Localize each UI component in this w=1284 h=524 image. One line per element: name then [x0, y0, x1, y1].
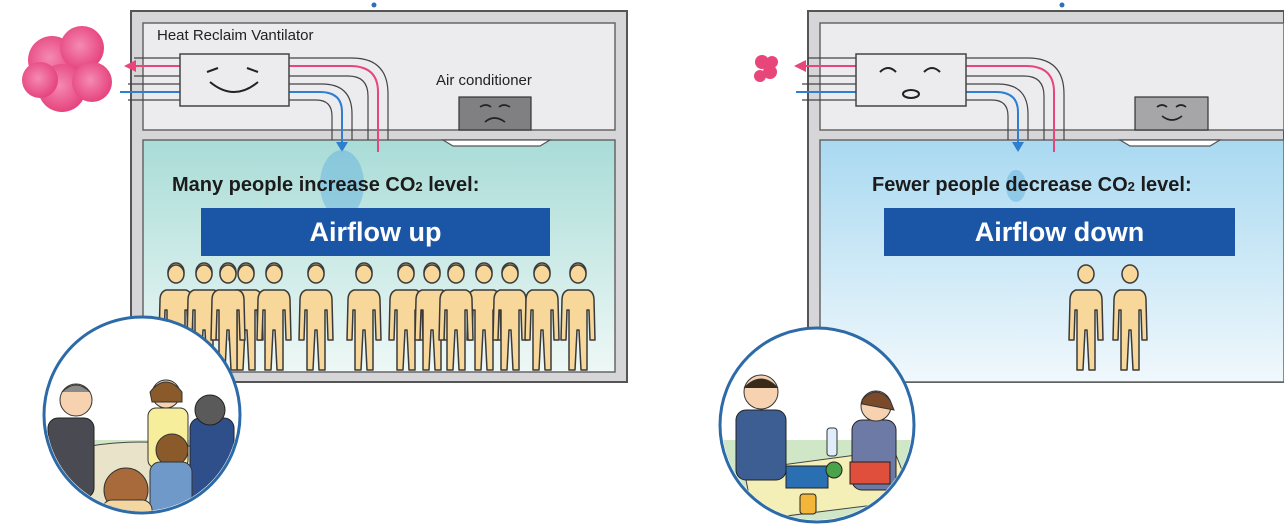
room-interior — [819, 139, 1284, 383]
hrv-unit-relaxed-icon — [855, 53, 967, 107]
air-conditioner-content-icon — [1134, 96, 1209, 131]
hrv-label: Heat Reclaim Vantilator — [157, 27, 314, 44]
scene-few-people-graphic — [718, 2, 1284, 524]
headline-many-people: Many people increase CO2 level: — [172, 174, 479, 197]
headline-main: Fewer people decrease CO — [872, 174, 1128, 196]
exhaust-cloud-icon — [22, 26, 112, 112]
airflow-up-banner: Airflow up — [201, 208, 550, 256]
scene-few-people: Fewer people decrease CO2 level: Airflow… — [644, 0, 1284, 524]
headline-main: Many people increase CO — [172, 174, 416, 196]
headline-subscript: 2 — [415, 179, 423, 194]
headline-subscript: 2 — [1127, 179, 1135, 194]
scene-many-people-graphic — [22, 2, 628, 515]
air-conditioner-label: Air conditioner — [436, 72, 532, 89]
headline-fewer-people: Fewer people decrease CO2 level: — [872, 174, 1192, 197]
air-conditioner-unhappy-icon — [458, 96, 532, 131]
headline-end: level: — [1134, 174, 1192, 196]
scene-many-people: Heat Reclaim Vantilator Air conditioner … — [0, 0, 640, 524]
small-exhaust-cloud-icon — [754, 55, 778, 82]
ceiling-light — [1117, 139, 1223, 147]
hrv-unit-happy-icon — [179, 53, 290, 107]
headline-end: level: — [422, 174, 480, 196]
airflow-down-banner: Airflow down — [884, 208, 1235, 256]
ceiling-light — [440, 139, 553, 147]
